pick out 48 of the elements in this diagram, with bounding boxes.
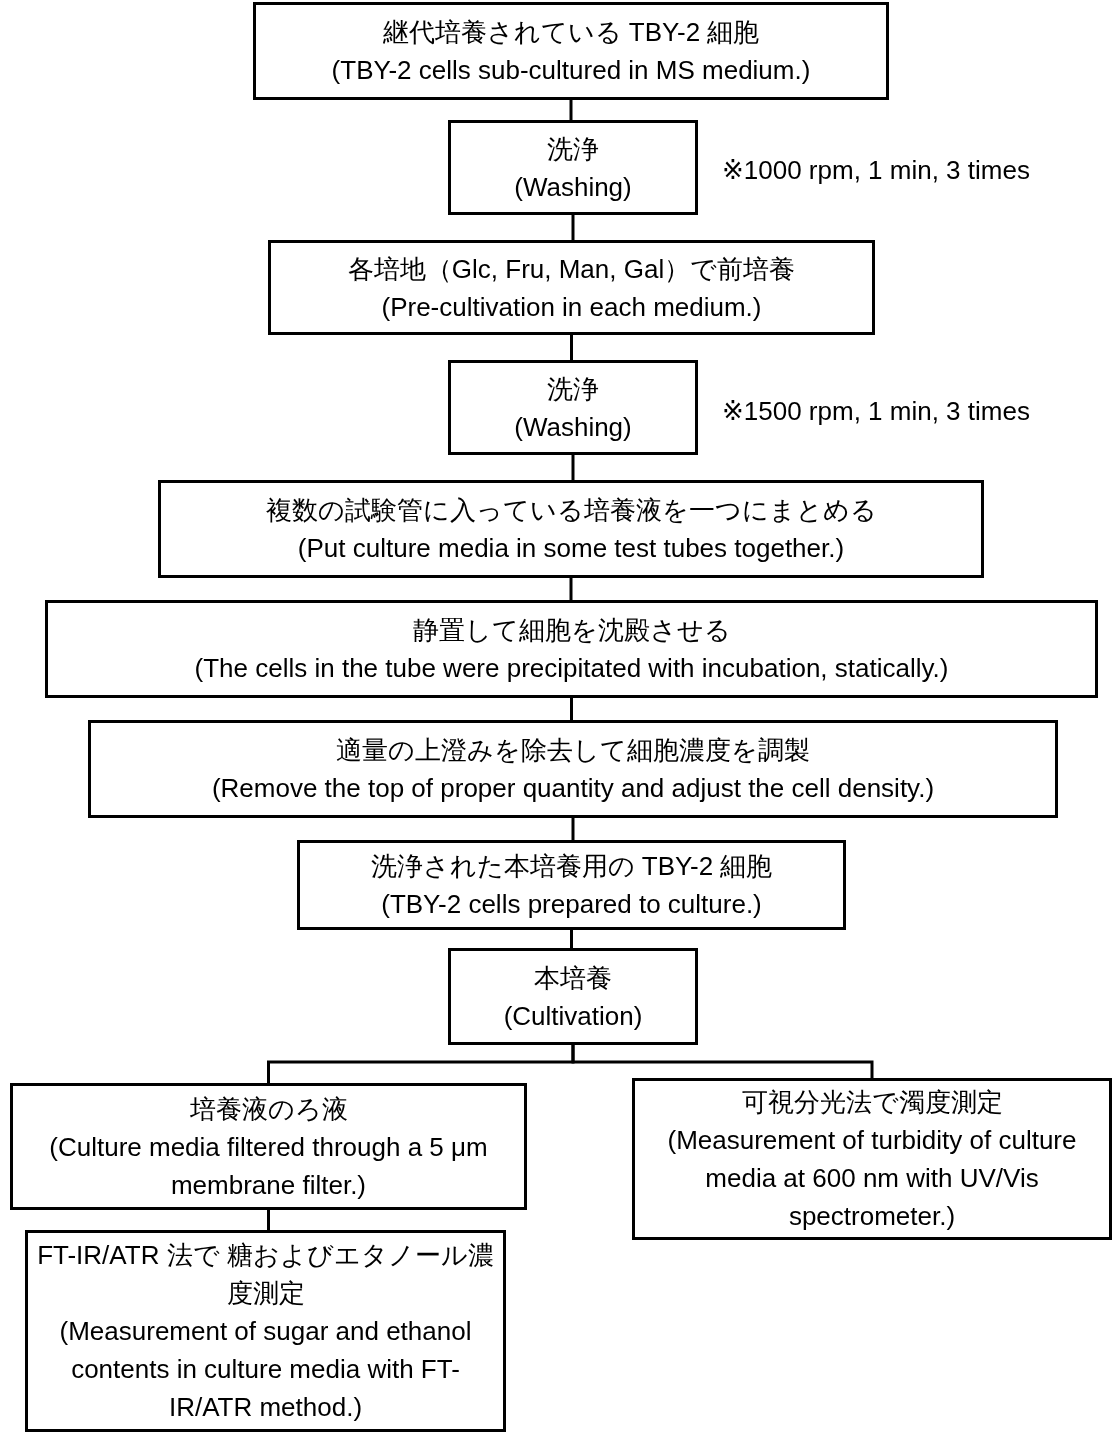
connector-line [267,1210,270,1230]
connector-line [571,215,575,240]
connector-line [571,818,575,840]
step-text: (Culture media filtered through a 5 μm membrane filter.) [48,1130,489,1202]
process-box [448,120,698,215]
step-text: (Washing) [514,170,632,204]
connector-line [569,100,573,120]
step-text: 洗浄 [547,372,599,406]
step-text: 洗浄された本培養用の TBY-2 細胞 [370,850,773,883]
process-box [253,2,889,100]
process-box [448,948,698,1045]
step-text: (The cells in the tube were precipitated with incubation, statically.) [194,652,949,685]
connector-line [571,455,575,480]
process-box [45,600,1098,698]
step-text: (TBY-2 cells prepared to culture.) [381,888,762,921]
step-text: (TBY-2 cells sub-cultured in MS medium.) [331,54,811,87]
step-text: 静置して細胞を沈殿させる [412,614,731,647]
step-text: 複数の試験管に入っている培養液を一つにまとめる [265,494,877,527]
connector-line [571,1045,874,1078]
step-text: 洗浄 [547,132,599,166]
step-text: (Remove the top of proper quantity and adjust the cell density.) [211,772,935,805]
process-box [10,1083,527,1210]
step-text: (Measurement of turbidity of culture media at 600 nm with UV/Vis spectrometer.) [666,1124,1078,1233]
step-text: 適量の上澄みを除去して細胞濃度を調製 [336,734,810,767]
connector-line [570,335,573,360]
process-box [25,1230,506,1432]
process-box [158,480,984,578]
process-box [268,240,875,335]
step-text: (Pre-cultivation in each medium.) [381,290,762,324]
step-text: (Washing) [514,410,632,444]
process-box [297,840,846,930]
step-text: (Cultivation) [503,999,643,1033]
process-box [88,720,1058,818]
step-text: (Put culture media in some test tubes together.) [297,532,845,565]
connector-line [569,578,573,600]
condition-note: ※1000 rpm, 1 min, 3 times [722,154,1030,187]
connector-line [570,698,573,720]
process-box [448,360,698,455]
step-text: 各培地（Glc, Fru, Man, Gal）で前培養 [347,252,796,286]
condition-note: ※1500 rpm, 1 min, 3 times [722,395,1030,428]
step-text: 可視分光法で濁度測定 [741,1086,1003,1119]
step-text: FT-IR/ATR 法で 糖およびエタノール濃度測定 [36,1239,495,1310]
step-text: 培養液のろ液 [189,1092,348,1126]
step-text: 本培養 [534,961,612,995]
step-text: (Measurement of sugar and ethanol contents in culture media with FT-IR/ATR method.) [58,1315,473,1424]
step-text: 継代培養されている TBY-2 細胞 [382,16,760,49]
process-box [632,1078,1112,1240]
connector-line [570,930,573,948]
